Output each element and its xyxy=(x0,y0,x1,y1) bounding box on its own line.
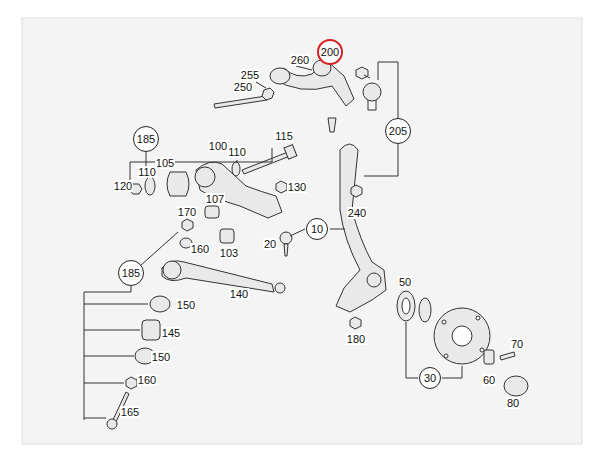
callout-number: 260 xyxy=(290,54,310,66)
callout-number: 80 xyxy=(506,397,520,409)
callout-number: 170 xyxy=(177,206,197,218)
callout-number: 160 xyxy=(190,243,210,255)
callout-circle: 10 xyxy=(306,218,328,240)
callout-number: 180 xyxy=(346,333,366,345)
callout-number: 103 xyxy=(219,247,239,259)
parts xyxy=(107,60,528,429)
frame xyxy=(22,18,582,444)
callout-number: 115 xyxy=(274,130,294,142)
callout-number: 50 xyxy=(398,276,412,288)
callout-number: 70 xyxy=(510,338,524,350)
callout-circle: 30 xyxy=(419,367,441,389)
callout-number: 30 xyxy=(424,372,436,384)
callout-number: 200 xyxy=(321,46,339,58)
callout-number: 140 xyxy=(229,288,249,300)
callout-number: 165 xyxy=(120,406,140,418)
callout-number: 20 xyxy=(263,238,277,250)
brackets-and-leaders xyxy=(84,62,462,420)
callout-number: 110 xyxy=(137,166,157,178)
callout-number: 150 xyxy=(176,299,196,311)
callout-number: 255 xyxy=(240,69,260,81)
callout-number: 145 xyxy=(161,327,181,339)
callout-number: 205 xyxy=(389,125,407,137)
callout-number: 160 xyxy=(137,374,157,386)
callout-number: 185 xyxy=(137,133,155,145)
callout-number: 10 xyxy=(311,223,323,235)
callout-number: 240 xyxy=(347,207,367,219)
callout-number: 250 xyxy=(233,81,253,93)
callout-number: 120 xyxy=(113,180,133,192)
callout-number: 105 xyxy=(155,157,175,169)
callout-number: 185 xyxy=(122,267,140,279)
callout-number: 100 xyxy=(208,140,228,152)
callout-number: 60 xyxy=(482,374,496,386)
callout-number: 150 xyxy=(151,351,171,363)
callout-number: 107 xyxy=(205,193,225,205)
callout-number: 130 xyxy=(287,181,307,193)
callout-number: 110 xyxy=(227,146,247,158)
